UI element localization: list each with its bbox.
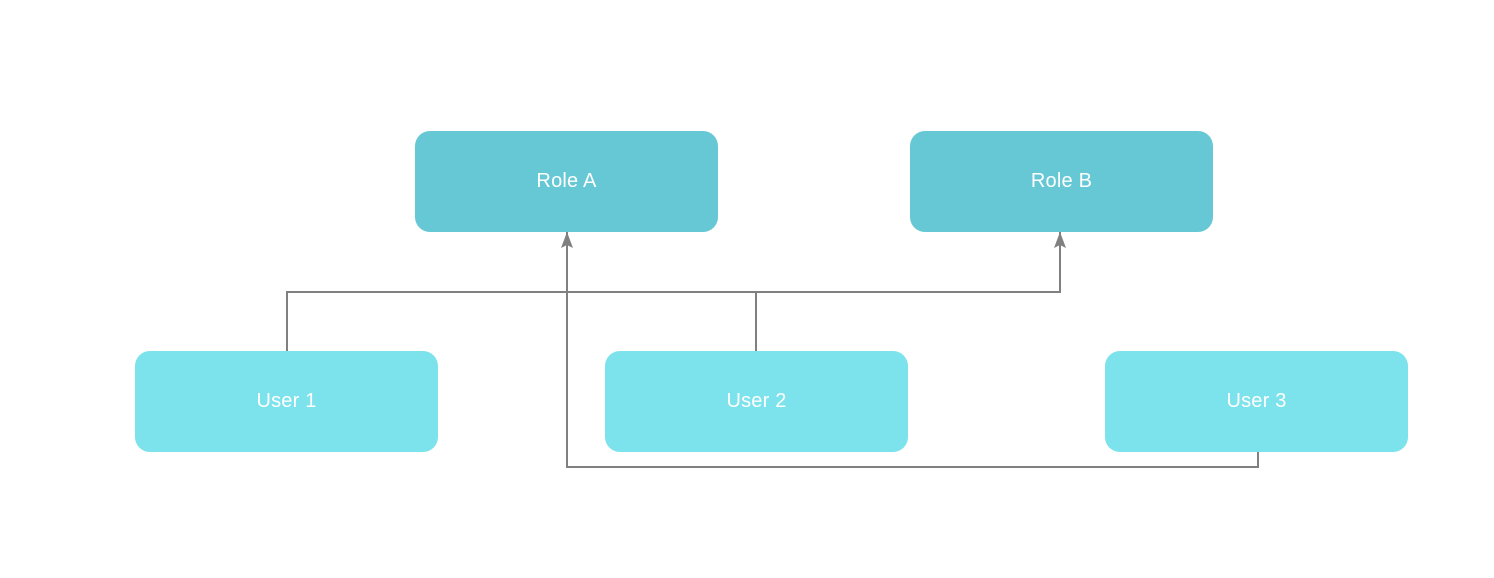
node-user-2-label: User 2 [726,390,787,412]
node-role-b-label: Role B [1030,170,1093,192]
node-user-1-label: User 1 [256,390,317,412]
edge-user-1-to-role-b[interactable] [286,232,1066,351]
node-user-1[interactable]: User 1 [135,351,438,452]
edge-user-3-to-role-a[interactable] [561,232,1259,468]
node-role-b[interactable]: Role B [910,131,1213,232]
node-user-2[interactable]: User 2 [605,351,908,452]
node-user-3[interactable]: User 3 [1105,351,1408,452]
node-role-a[interactable]: Role A [415,131,718,232]
node-user-3-label: User 3 [1226,390,1287,412]
node-role-a-label: Role A [536,170,597,192]
